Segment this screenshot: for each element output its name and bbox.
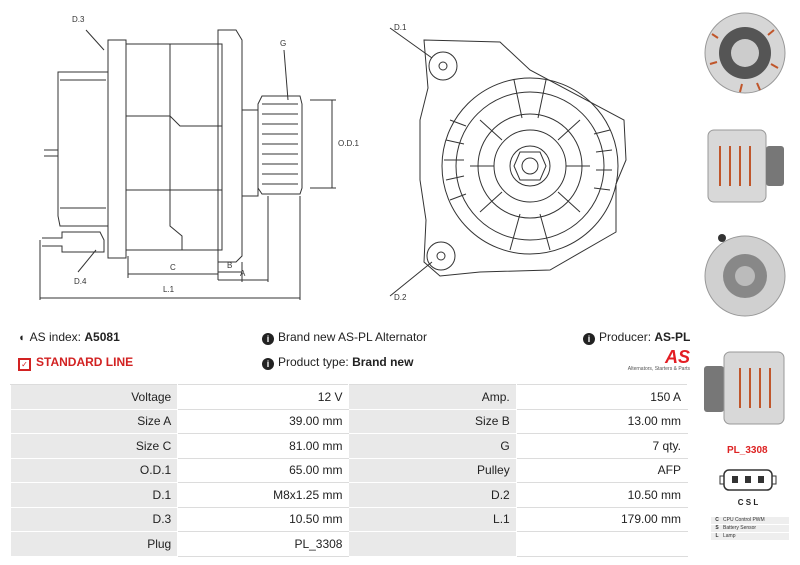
- legend-desc: Lamp: [723, 533, 736, 539]
- spec-value: 10.50 mm: [177, 506, 350, 532]
- label-a: A: [240, 269, 246, 278]
- tag-icon: ◖: [18, 332, 25, 344]
- product-photo-front[interactable]: [700, 226, 790, 324]
- product-photo-side[interactable]: [700, 116, 790, 214]
- spec-label: Size C: [9, 433, 179, 459]
- checkbox-icon: ✓: [18, 358, 31, 371]
- spec-label: Size B: [348, 408, 517, 434]
- legend-row: C CPU Control PWM: [711, 517, 789, 524]
- label-c: C: [170, 263, 176, 272]
- spec-value: 81.00 mm: [177, 433, 350, 459]
- standard-line: ✓STANDARD LINE: [18, 355, 133, 371]
- spec-value: 13.00 mm: [515, 408, 689, 434]
- info-icon: i: [262, 333, 274, 345]
- label-d3: D.3: [72, 15, 85, 24]
- spec-label: [348, 531, 517, 557]
- alternator-side-drawing: D.3 D.4 G O.D.1 C B A L.1: [39, 15, 359, 300]
- spec-value: 150 A: [515, 384, 689, 410]
- legend-row: L Lamp: [711, 533, 789, 540]
- spec-label: G: [348, 433, 517, 459]
- alternator-front-drawing: D.1 D.2: [389, 23, 627, 302]
- spec-label: Voltage: [9, 384, 179, 410]
- label-od1: O.D.1: [338, 139, 359, 148]
- label-d2: D.2: [394, 293, 407, 302]
- label-g: G: [280, 39, 286, 48]
- legend-code: C: [715, 517, 719, 523]
- spec-value: 10.50 mm: [515, 482, 689, 508]
- spec-value: PL_3308: [177, 531, 350, 557]
- as-pl-logo: AS Alternators, Starters & Parts: [627, 347, 690, 372]
- info-icon: i: [262, 358, 274, 370]
- legend-code: S: [715, 525, 719, 531]
- spec-label: D.2: [348, 482, 517, 508]
- spec-value: M8x1.25 mm: [177, 482, 350, 508]
- label-l1: L.1: [163, 285, 175, 294]
- spec-value: 7 qty.: [515, 433, 689, 459]
- spec-label: Pulley: [348, 457, 517, 483]
- spec-value: AFP: [515, 457, 689, 483]
- product-photo-pulley-side[interactable]: [700, 338, 790, 436]
- spec-value: [515, 531, 689, 557]
- spec-label: Size A: [9, 408, 179, 434]
- spec-label: D.3: [9, 506, 179, 532]
- legend-desc: CPU Control PWM: [723, 517, 765, 523]
- label-d1: D.1: [394, 23, 407, 32]
- spec-value: 179.00 mm: [515, 506, 689, 532]
- label-d4: D.4: [74, 277, 87, 286]
- legend-code: L: [715, 533, 719, 539]
- as-index: ◖AS index: A5081: [18, 330, 120, 344]
- spec-label: D.1: [9, 482, 179, 508]
- legend-desc: Battery Sensor: [723, 525, 757, 531]
- plug-pins: C S L: [738, 498, 759, 507]
- spec-label: Plug: [9, 531, 179, 557]
- product-photo-rear[interactable]: [700, 4, 790, 102]
- spec-value: 39.00 mm: [177, 408, 350, 434]
- spec-label: L.1: [348, 506, 517, 532]
- label-b: B: [227, 261, 232, 270]
- spec-label: O.D.1: [9, 457, 179, 483]
- info-icon: i: [583, 333, 595, 345]
- spec-label: Amp.: [348, 384, 517, 410]
- plug-reference: PL_3308: [727, 445, 768, 456]
- legend-row: S Battery Sensor: [711, 525, 789, 532]
- plug-connector-diagram: C S L: [719, 469, 777, 507]
- spec-value: 12 V: [177, 384, 350, 410]
- spec-value: 65.00 mm: [177, 457, 350, 483]
